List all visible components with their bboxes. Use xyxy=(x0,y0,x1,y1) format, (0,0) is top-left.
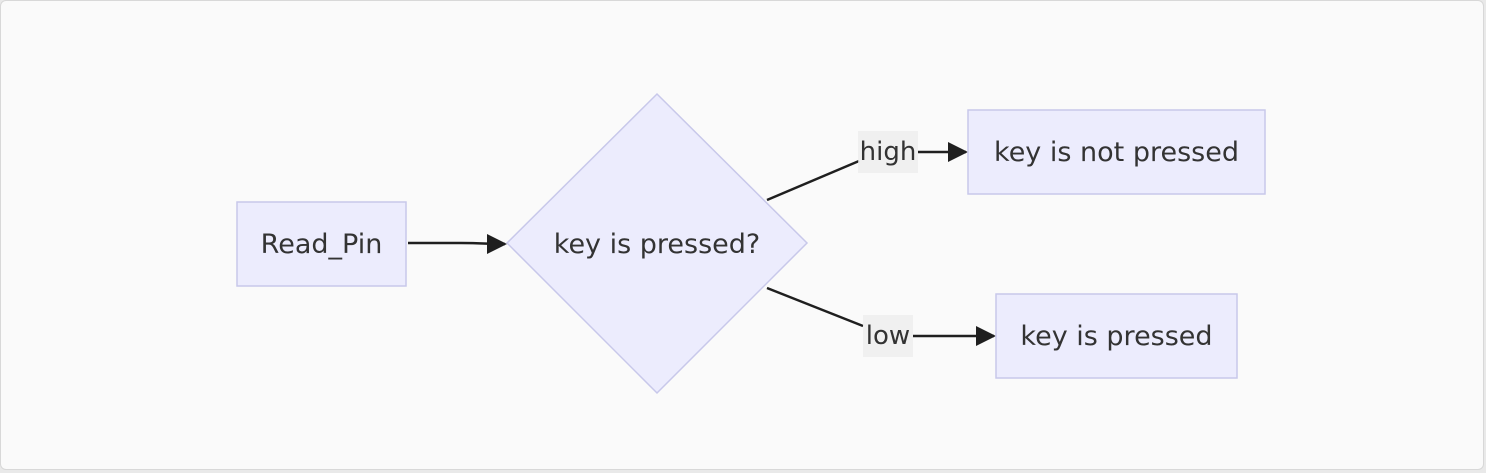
node-decision: key is pressed? xyxy=(505,92,809,395)
svg-text:Read_Pin: Read_Pin xyxy=(261,229,383,260)
edge-label-low: low xyxy=(863,315,913,357)
node-key-not-pressed: key is not pressed xyxy=(967,109,1266,195)
edge-label-high: high xyxy=(858,131,918,173)
edge-decision-to-not-pressed xyxy=(766,159,860,202)
edge-read-pin-to-decision xyxy=(408,233,507,254)
svg-text:low: low xyxy=(866,321,910,351)
svg-text:high: high xyxy=(860,137,917,167)
edge-decision-to-pressed xyxy=(766,286,864,328)
node-key-pressed: key is pressed xyxy=(995,293,1238,379)
node-read-pin: Read_Pin xyxy=(236,201,407,287)
svg-text:key is pressed?: key is pressed? xyxy=(554,229,760,260)
svg-text:key is not pressed: key is not pressed xyxy=(994,137,1239,168)
svg-text:key is pressed: key is pressed xyxy=(1020,321,1212,352)
